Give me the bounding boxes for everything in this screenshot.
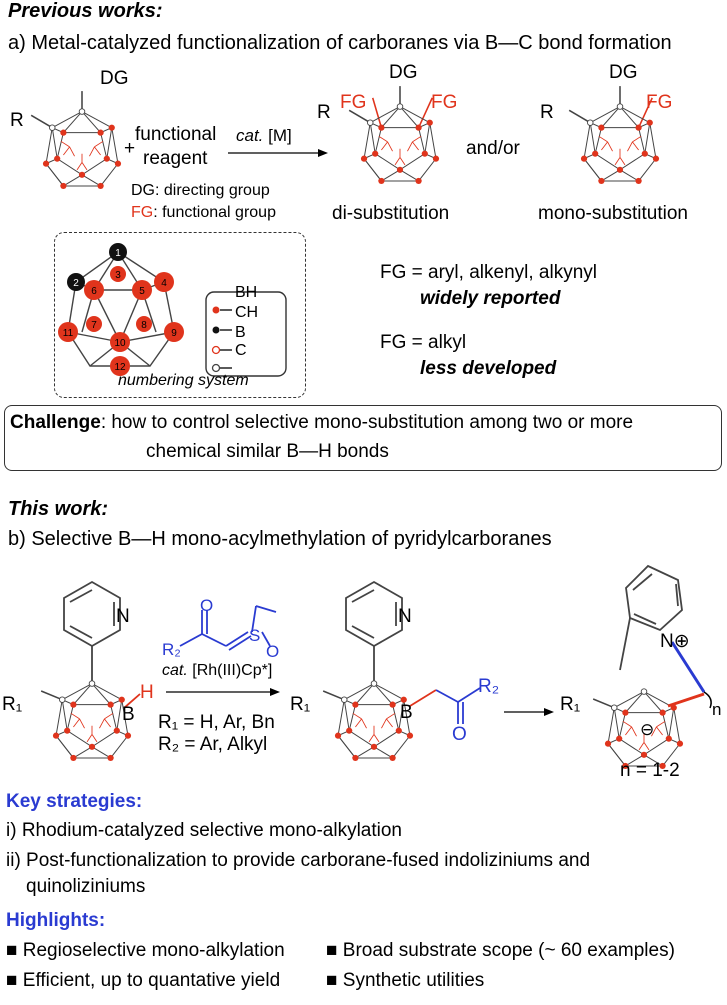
challenge-label: Challenge xyxy=(10,412,101,433)
fg-aryl-line: FG = aryl, alkenyl, alkynyl xyxy=(380,262,597,283)
highlight-item: ■ Efficient, up to quantative yield xyxy=(6,970,281,991)
r-label-mono: R xyxy=(540,102,554,123)
highlight-text-2: Broad substrate scope (~ 60 examples) xyxy=(342,940,675,961)
challenge-line1: : how to control selective mono-substitu… xyxy=(100,412,634,433)
challenge-box xyxy=(4,405,722,471)
cat-label-b: cat. xyxy=(162,662,188,679)
widely-reported: widely reported xyxy=(420,288,561,309)
dg-label-start: DG xyxy=(100,68,129,89)
key-strategies-heading: Key strategies: xyxy=(6,791,143,812)
numbering-diagram: 1 2 3 4 5 6 7 8 9 10 11 12 xyxy=(58,243,287,377)
h-label: H xyxy=(140,682,154,703)
num-3: 3 xyxy=(115,270,121,281)
o-label-product: O xyxy=(452,724,467,745)
metal-label: [M] xyxy=(268,126,292,145)
legend-dg-key: DG xyxy=(131,182,155,199)
fg-label-mono: FG xyxy=(646,92,673,113)
num-1: 1 xyxy=(115,248,121,259)
arrowhead-b1 xyxy=(270,688,280,696)
num-7: 7 xyxy=(91,320,97,331)
key-bh: BH xyxy=(235,284,258,301)
part-b-title: b) Selective B—H mono-acylmethylation of… xyxy=(8,528,552,550)
dg-label-mono: DG xyxy=(609,62,638,83)
num-11: 11 xyxy=(63,328,74,339)
rh-catalyst: [Rh(III)Cp*] xyxy=(192,662,273,679)
highlight-item: ■ Broad substrate scope (~ 60 examples) xyxy=(326,940,675,961)
b-label-1: B xyxy=(122,704,135,725)
legend-fg-key: FG xyxy=(131,204,154,221)
r1-label-2: R₁ xyxy=(290,694,311,715)
b-label-2: B xyxy=(400,702,413,723)
highlight-text-1: Regioselective mono-alkylation xyxy=(22,940,285,961)
num-10: 10 xyxy=(114,338,126,349)
n-label-2: N xyxy=(398,606,412,627)
fg-label-di-right: FG xyxy=(431,92,458,113)
num-12: 12 xyxy=(114,362,126,373)
n-subscript: n xyxy=(712,700,722,719)
n-label-1: N xyxy=(116,606,130,627)
num-5: 5 xyxy=(139,286,145,297)
fg-alkyl-line: FG = alkyl xyxy=(380,332,467,353)
sulfoxonium-ylide xyxy=(179,605,277,651)
andor-label: and/or xyxy=(466,138,520,159)
part-a-scheme xyxy=(30,86,660,190)
part-a-title: a) Metal-catalyzed functionalization of … xyxy=(8,32,672,54)
legend-dg-text: : directing group xyxy=(155,182,270,199)
challenge-line2: chemical similar B—H bonds xyxy=(146,441,389,462)
r2-label-ylide: R₂ xyxy=(162,640,181,659)
num-8: 8 xyxy=(141,320,147,331)
key-ch: CH xyxy=(235,304,259,321)
this-work-heading: This work: xyxy=(8,498,109,520)
di-substitution-label: di-substitution xyxy=(332,203,450,224)
pyridine-ring-1 xyxy=(63,580,121,686)
arrowhead-a xyxy=(318,149,328,157)
highlight-text-4: Synthetic utilities xyxy=(342,970,485,991)
numbering-system-box xyxy=(54,232,306,398)
highlights-heading: Highlights: xyxy=(6,910,106,931)
highlight-item: ■ Regioselective mono-alkylation xyxy=(6,940,285,961)
n-range-label: n = 1-2 xyxy=(620,760,680,781)
highlight-item: ■ Synthetic utilities xyxy=(326,970,485,991)
num-2: 2 xyxy=(73,278,79,289)
r-label-di: R xyxy=(317,102,331,123)
numbering-caption: numbering system xyxy=(118,372,249,389)
plus-sign: + xyxy=(124,138,136,159)
strategy-ii-line2: quinoliziniums xyxy=(26,876,146,897)
r2-definition: R₂ = Ar, Alkyl xyxy=(158,734,268,755)
pyridinium-ring xyxy=(619,564,683,671)
num-4: 4 xyxy=(161,278,167,289)
r-label-start: R xyxy=(10,110,24,131)
n-plus-label: N⊕ xyxy=(660,631,690,652)
functional-label: functional xyxy=(135,124,217,145)
carborane-mono xyxy=(568,86,660,185)
strategy-i: i) Rhodium-catalyzed selective mono-alky… xyxy=(6,820,403,841)
mono-substitution-label: mono-substitution xyxy=(538,203,688,224)
less-developed: less developed xyxy=(420,358,557,379)
arrowhead-b2 xyxy=(544,708,554,716)
part-b-scheme xyxy=(40,564,712,770)
cat-label-a: cat. xyxy=(236,126,264,145)
num-9: 9 xyxy=(171,328,177,339)
legend-fg-text: : functional group xyxy=(153,204,276,221)
key-b: B xyxy=(235,324,246,341)
r1-label-3: R₁ xyxy=(560,694,581,715)
previous-works-heading: Previous works: xyxy=(8,0,163,22)
o-label-sulfoxide: O xyxy=(266,642,280,661)
highlight-text-3: Efficient, up to quantative yield xyxy=(22,970,281,991)
r1-label-1: R₁ xyxy=(2,694,23,715)
carborane-di xyxy=(348,86,440,185)
fg-label-di-left: FG xyxy=(340,92,367,113)
r1-definition: R₁ = H, Ar, Bn xyxy=(158,712,275,733)
reagent-label: reagent xyxy=(143,148,208,169)
carborane-start xyxy=(30,91,122,190)
o-label-ylide: O xyxy=(200,596,214,615)
strategy-ii-line1: ii) Post-functionalization to provide ca… xyxy=(6,850,591,871)
key-c: C xyxy=(235,342,247,359)
s-label: S xyxy=(249,626,261,645)
o-minus-label: ⊖ xyxy=(640,720,655,739)
pyridine-ring-2 xyxy=(345,580,403,686)
dg-label-di: DG xyxy=(389,62,418,83)
r2-label-product: R₂ xyxy=(478,676,500,697)
num-6: 6 xyxy=(91,286,97,297)
